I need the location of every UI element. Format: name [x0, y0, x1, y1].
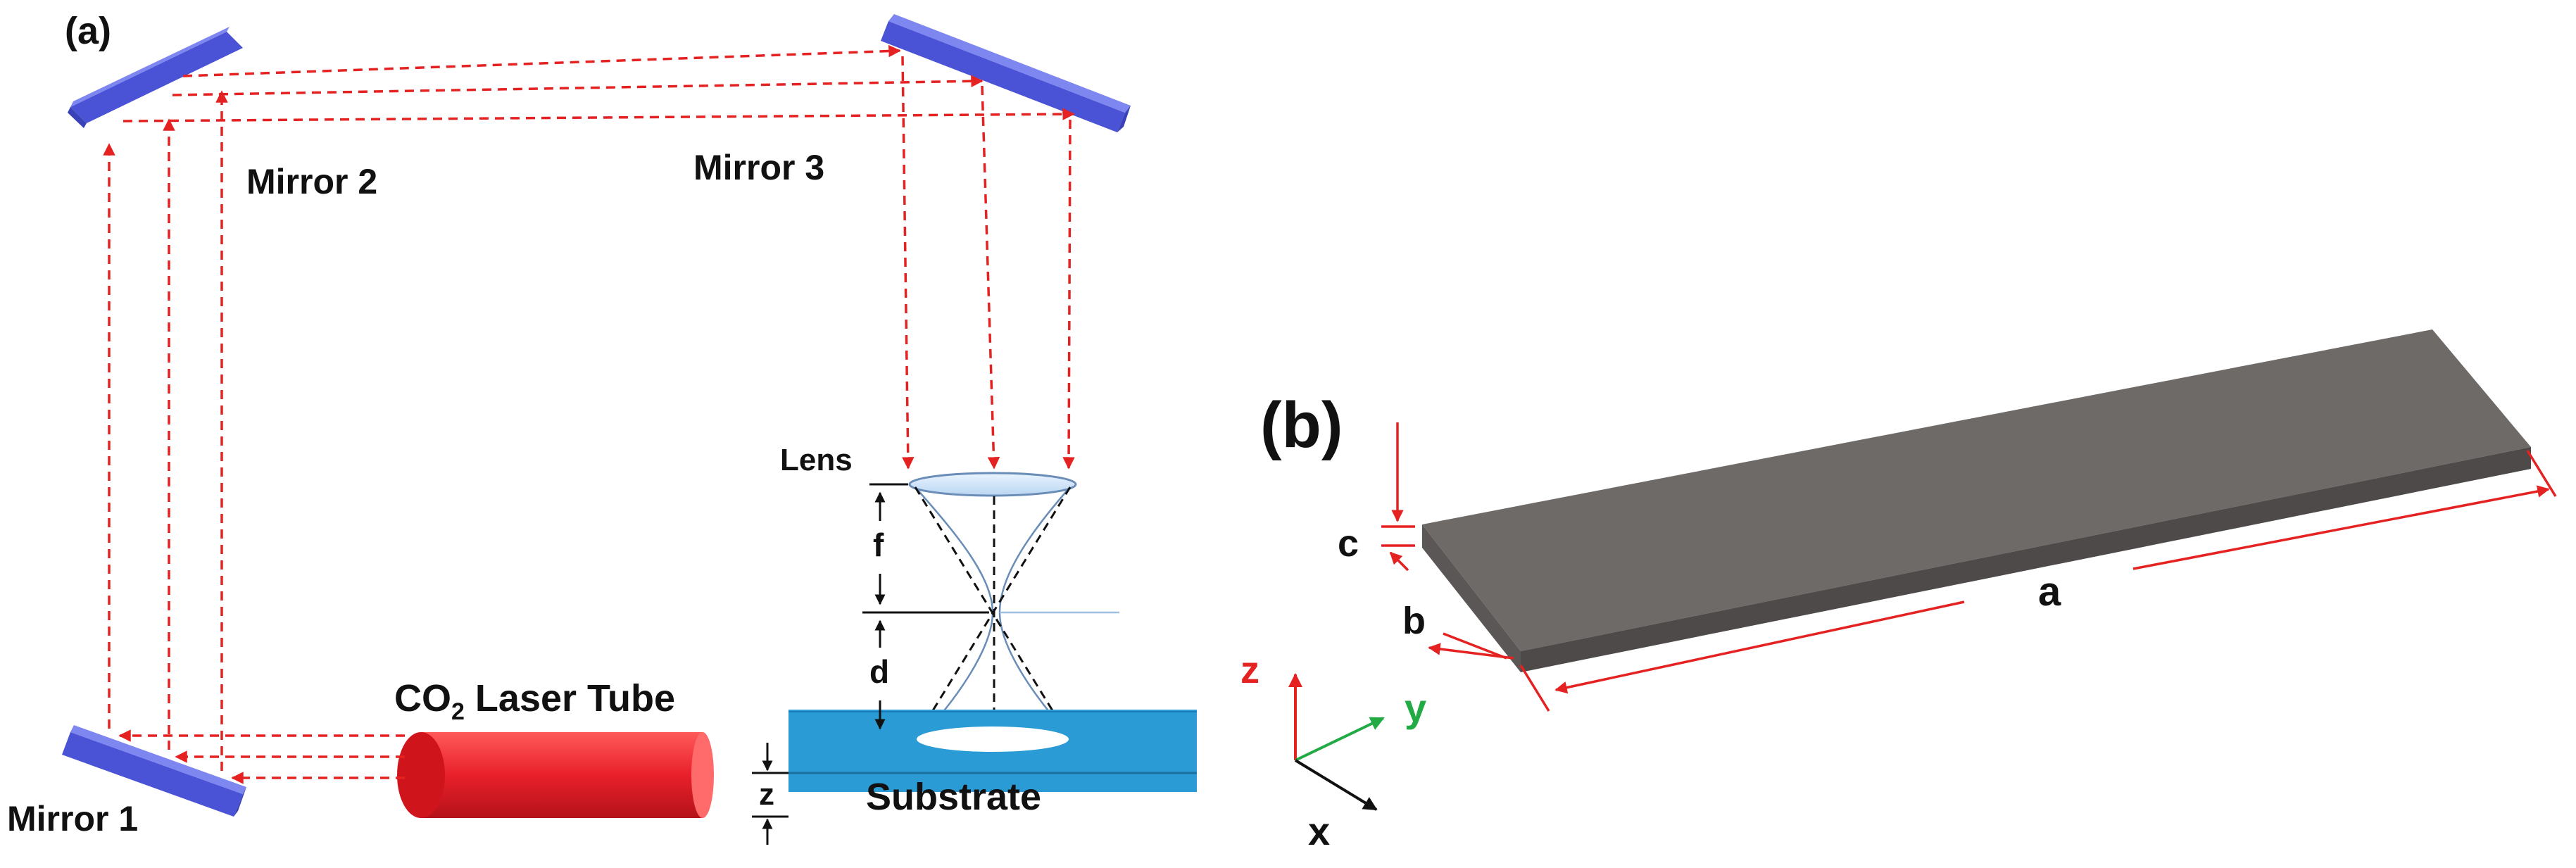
dimension-a: [1519, 450, 2557, 712]
laser-tube-label-rest: Laser Tube: [465, 677, 675, 719]
dimension-b: [1428, 632, 1514, 660]
mirror-3-label: Mirror 3: [693, 148, 824, 187]
axis-z-label: z: [1240, 649, 1259, 691]
panel-a-tag: (a): [65, 10, 111, 52]
dim-a-label: a: [2038, 569, 2061, 615]
laser-tube-label-co: CO: [394, 677, 451, 719]
dim-b-label: b: [1402, 600, 1426, 642]
panel-b-tag: (b): [1260, 389, 1343, 461]
mirror-2-label: Mirror 2: [246, 162, 377, 201]
axis-x-label: x: [1308, 809, 1330, 853]
dim-z-label: z: [759, 777, 774, 812]
laser-beam-paths: [103, 44, 1075, 784]
dimension-c: [1381, 422, 1415, 572]
mirror-2: [68, 27, 243, 128]
dim-f-label: f: [873, 527, 884, 563]
lens: [908, 472, 1077, 497]
panel-a: (a): [7, 10, 1197, 845]
dimension-z: [752, 743, 788, 845]
mirror-1-label: Mirror 1: [7, 799, 138, 838]
coordinate-axes: [1288, 673, 1385, 811]
focused-beam: [914, 486, 1119, 758]
substrate: [788, 710, 1197, 792]
substrate-label: Substrate: [866, 776, 1041, 818]
panel-b: (b): [1240, 329, 2557, 853]
dimension-f: [869, 483, 908, 605]
mirror-1: [62, 725, 246, 817]
dim-c-label: c: [1338, 522, 1359, 565]
laser-tube-label-subscript: 2: [451, 698, 465, 725]
dim-d-label: d: [869, 653, 889, 690]
lens-label: Lens: [780, 443, 853, 477]
mirror-3: [881, 14, 1131, 132]
rectangular-block: [1422, 329, 2531, 672]
co2-laser-tube: [397, 732, 714, 818]
laser-tube-label: CO2 Laser Tube: [394, 677, 675, 725]
axis-y-label: y: [1405, 686, 1426, 730]
dimension-d: [862, 611, 989, 730]
